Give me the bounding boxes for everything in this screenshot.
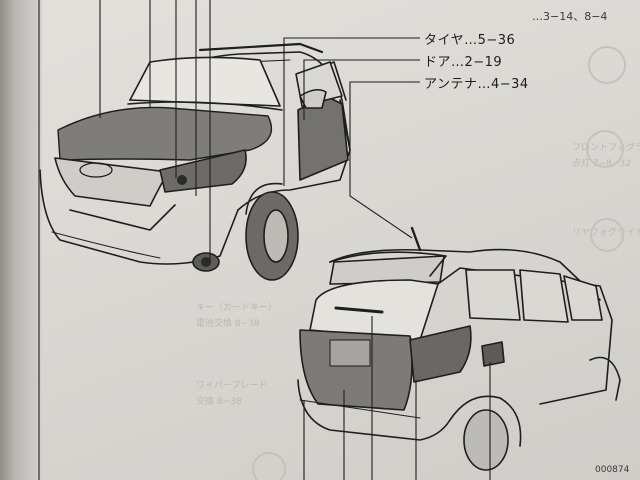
show-through-text: 電池交換 8−38: [196, 319, 260, 329]
show-through-icon: [586, 130, 624, 168]
show-through-icon: [588, 46, 626, 84]
callout-tire: タイヤ…5−36: [424, 33, 516, 48]
show-through-text: ワイパーブレード: [196, 381, 268, 391]
callout-lines: [99, 0, 491, 480]
callout-antenna: アンテナ…4−34: [424, 77, 529, 92]
page-code: 000874: [595, 465, 630, 475]
leader-antenna: [349, 81, 420, 239]
leader-door: [303, 59, 420, 120]
callout-door: ドア…2−19: [424, 55, 503, 70]
rear-car-drawing: [297, 226, 621, 471]
show-through-icon: [252, 452, 286, 480]
show-through-icon: [590, 218, 624, 252]
binding-edge: [38, 0, 40, 480]
top-reference: …3−14、8−4: [532, 10, 608, 23]
leader-tire: [283, 37, 420, 186]
show-through-text: キー（カードキー）: [196, 303, 278, 313]
show-through-text: 交換 8−38: [196, 397, 242, 407]
front-car-drawing: [39, 42, 351, 281]
page-binding: [0, 0, 42, 480]
